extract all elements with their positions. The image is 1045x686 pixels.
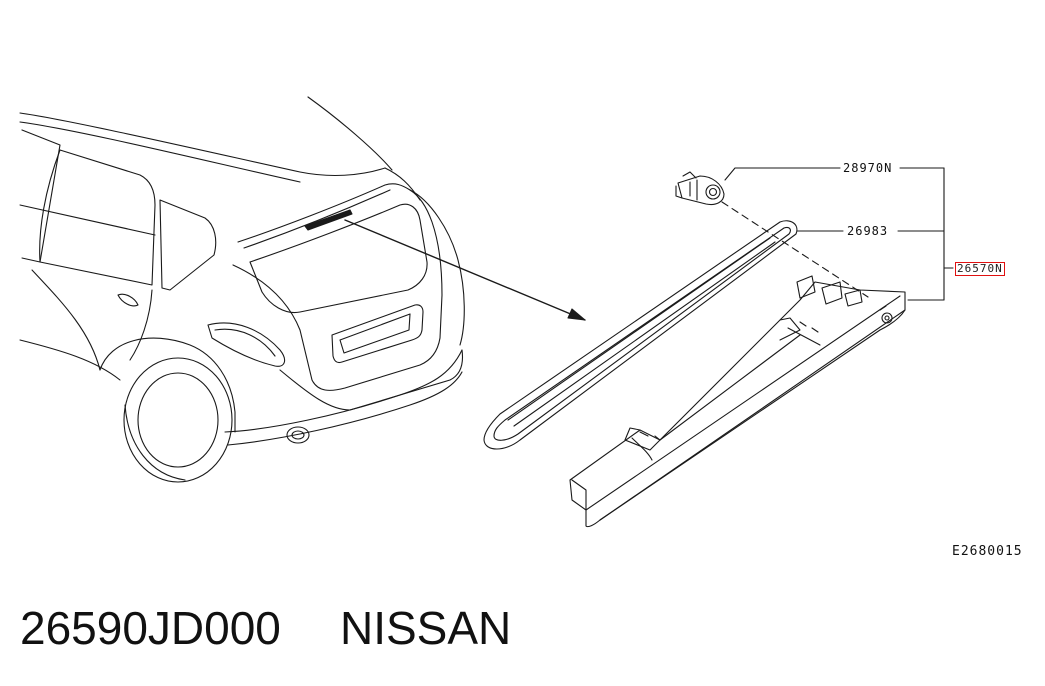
bulb-socket-part [675, 171, 869, 298]
callout-label-28970n: 28970N [843, 161, 893, 175]
vehicle-illustration [19, 96, 586, 483]
brand-name: NISSAN [340, 602, 512, 654]
lamp-housing-part [569, 275, 906, 528]
diagram-code: E2680015 [952, 544, 1023, 559]
lamp-lens-part [483, 220, 798, 450]
callout-leaders [724, 167, 954, 301]
callout-label-26983: 26983 [847, 224, 889, 238]
part-number: 26590JD000 [20, 602, 281, 654]
callout-label-26570n-highlighted[interactable]: 26570N [955, 262, 1005, 276]
